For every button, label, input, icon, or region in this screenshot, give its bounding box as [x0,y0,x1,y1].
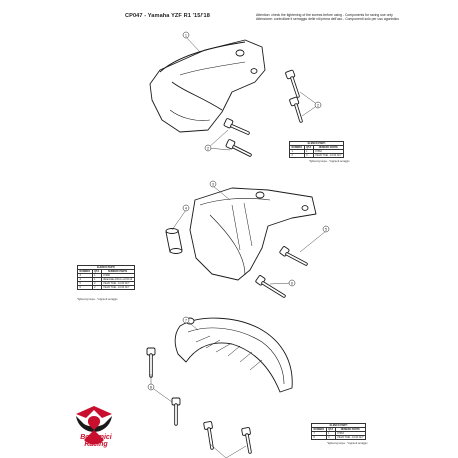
callout-number: 1 [185,33,187,37]
attention-italian: Attenzione: controllare il serraggio del… [256,17,400,22]
cover-part-top [149,39,266,133]
callout-number: 7 [185,318,187,322]
screws-middle [255,246,308,298]
column-header: NUMERO [77,269,93,274]
callout-number: 8 [150,385,152,389]
table-row: 2 3 V9x20 TCEI - 10.00 Nm* [289,153,344,158]
table-row: 6 2 V9x20 TCEI - 10.00 Nm* [77,285,135,290]
parts-table-3: ELENCO PARTI NUMERO QTÀ NUMERO PARTE 7 1… [311,423,366,440]
torque-note: *tightening torque - *coppia di serraggi… [77,299,118,301]
column-header: NUMERO [289,145,305,150]
page-title: CP047 - Yamaha YZF R1 '15/'18 [125,13,210,19]
attention-english: Attention: check the tightening of the s… [256,13,393,17]
spacer-part [165,228,183,254]
callout-circles [147,31,330,391]
callout-number: 4 [185,206,187,210]
torque-note: *tightening torque - *coppia di serraggi… [309,161,350,163]
callout-number: 6 [291,281,293,285]
parts-table-2: ELENCO PARTI NUMERO QTÀ NUMERO PARTE 3 1… [77,265,135,290]
column-header: NUMERO [311,427,327,432]
torque-note: *tightening torque - *coppia di serraggi… [327,443,368,445]
brand-logo-text: Bonamici Racing [80,434,112,448]
parts-table-1: ELENCO PARTI NUMERO QTÀ NUMERO PARTE 1 1… [289,141,344,158]
table-row: 8 4 V9x20 TCEI - 10.00 Nm* [311,435,366,440]
screws-top [223,69,303,157]
screws-bottom [146,347,252,454]
callout-numbers: 1 2 2 3 4 5 6 7 8 [150,33,327,389]
callout-number: 2 [207,146,209,150]
cover-part-middle [189,187,317,281]
brand-logo-icon [76,406,112,445]
cover-part-bottom [174,317,293,393]
attention-note: Attention: check the tightening of the s… [256,13,399,21]
callout-number: 5 [325,227,327,231]
callout-number: 2 [317,103,319,107]
callout-number: 3 [212,182,214,186]
